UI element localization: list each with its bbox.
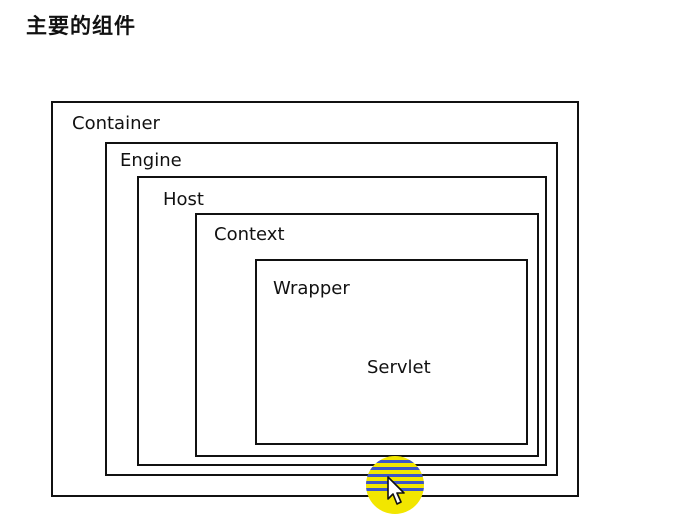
container-label: Container <box>72 113 160 134</box>
page-title: 主要的组件 <box>26 14 136 38</box>
context-label: Context <box>214 224 285 245</box>
context-box <box>195 213 539 457</box>
mouse-pointer-icon <box>387 476 405 505</box>
container-box <box>51 101 579 497</box>
host-box <box>137 176 547 466</box>
wrapper-label: Wrapper <box>273 278 350 299</box>
cursor-highlight <box>366 456 424 514</box>
engine-label: Engine <box>120 150 182 171</box>
servlet-label: Servlet <box>367 357 431 378</box>
host-label: Host <box>163 189 204 210</box>
wrapper-box <box>255 259 528 445</box>
engine-box <box>105 142 558 476</box>
